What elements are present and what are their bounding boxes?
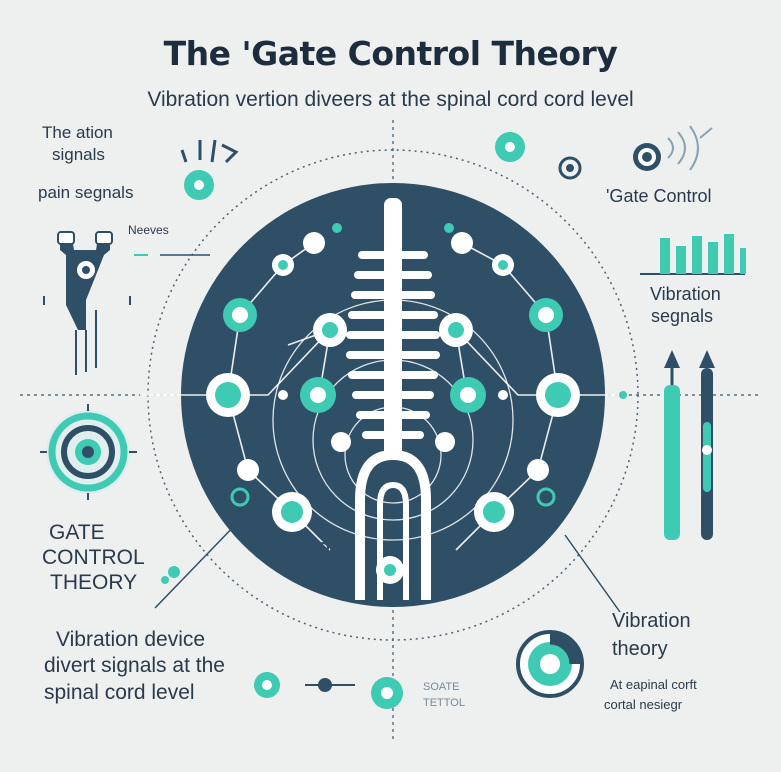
vibration-waves-icon: [667, 125, 713, 171]
label-pain-signals: pain segnals: [38, 183, 134, 202]
label-divert-signals: divert signals at the: [44, 654, 225, 677]
donut-icon: [516, 630, 584, 698]
label-soate: SOATE: [423, 681, 460, 693]
up-arrow-slider-icon: [664, 350, 715, 540]
page-subtitle: Vibration vertion diveers at the spinal …: [147, 88, 634, 111]
label-vibration-theory-2: theory: [612, 638, 668, 660]
label-cortal: cortal nesiegr: [604, 697, 683, 712]
label-control: CONTROL: [42, 546, 145, 569]
label-signals: signals: [52, 145, 105, 164]
target-small-icons: [495, 132, 661, 180]
label-gate: GATE: [49, 521, 105, 544]
small-lock-icons: [317, 542, 455, 562]
label-ation: The ation: [42, 123, 113, 142]
label-vibration-device: Vibration device: [56, 628, 206, 651]
label-nerves: Neeves: [128, 223, 169, 237]
label-at-spinal: At eapinal corft: [610, 677, 697, 692]
page-title: The 'Gate Control Theory: [163, 34, 618, 73]
neuron-icon: [43, 231, 148, 375]
label-spinal-cord-level: spinal cord level: [44, 681, 195, 704]
label-segnals: segnals: [651, 306, 714, 326]
spinal-cord-icon: [346, 198, 440, 600]
label-theory: THEORY: [50, 571, 138, 594]
label-vibration: Vibration: [650, 284, 721, 304]
vibration-waves-icon: [180, 139, 239, 164]
label-tettol: TETTOL: [423, 697, 465, 709]
neuron-nodes: [206, 223, 580, 584]
target-icon: [40, 404, 137, 500]
bar-chart-icon: [640, 234, 746, 275]
label-vibration-theory-1: Vibration: [612, 610, 691, 632]
label-gate-control: 'Gate Control: [606, 186, 712, 206]
signal-chain-icon: [254, 672, 403, 709]
